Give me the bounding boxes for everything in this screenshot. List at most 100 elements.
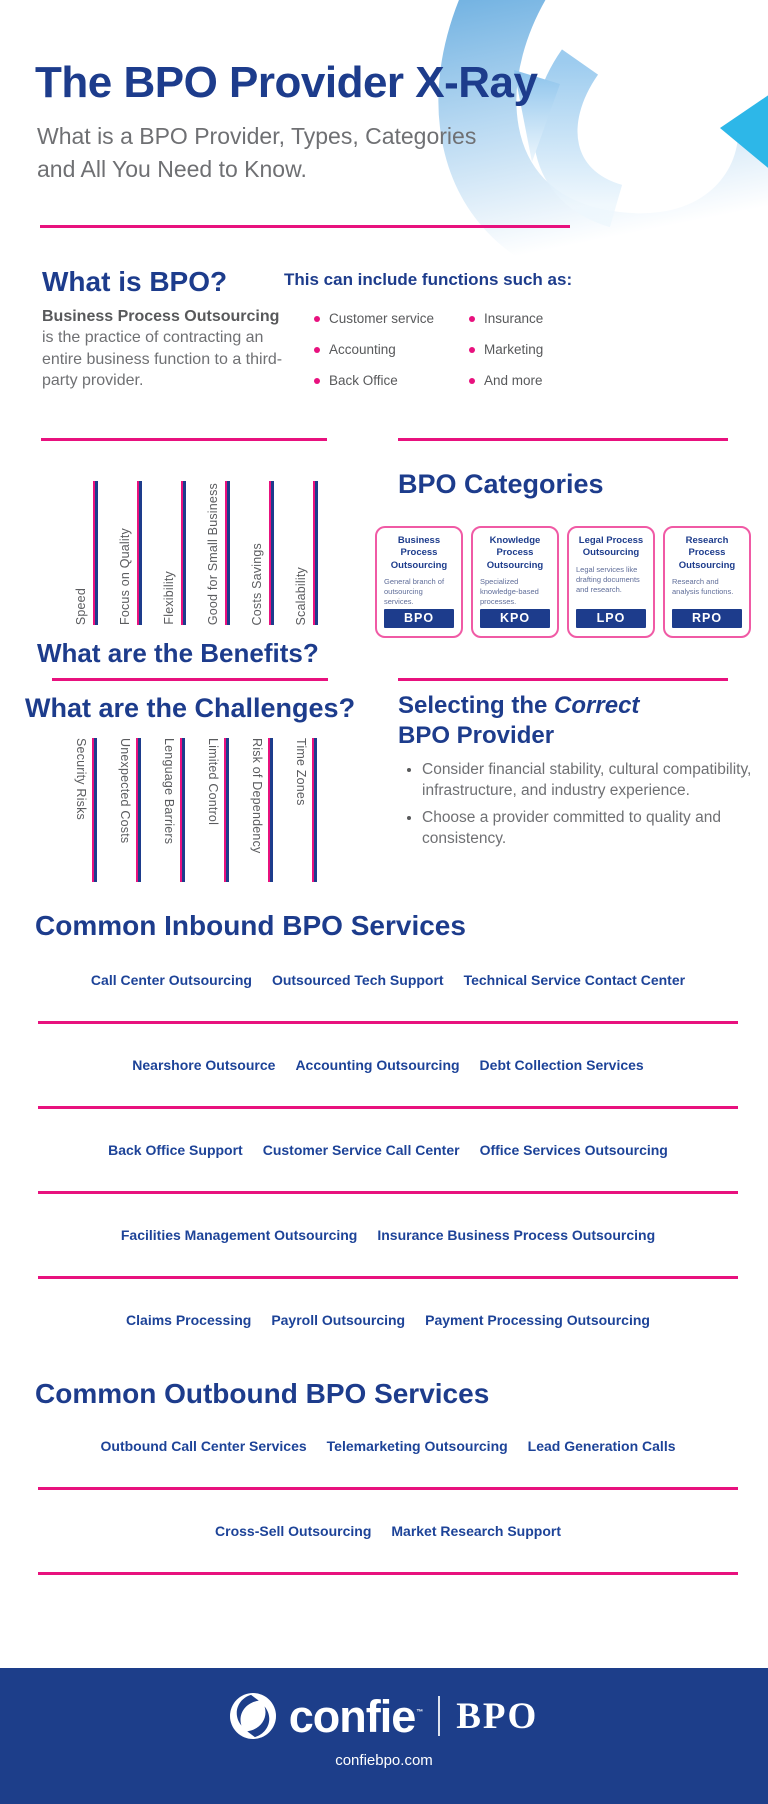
chart-item-bar [136,738,141,882]
page-subtitle: What is a BPO Provider, Types, Categorie… [37,123,477,182]
chart-item: Unexpected Costs [97,738,141,882]
page-title: The BPO Provider X-Ray [35,58,538,107]
what-is-bpo-heading: What is BPO? [42,266,228,297]
selecting-bullet-item: Consider financial stability, cultural c… [422,760,764,801]
service-row: Back Office Support Customer Service Call… [38,1139,738,1161]
divider-line [398,678,728,681]
function-item-label: Customer service [329,311,435,326]
service-item: Technical Service Contact Center [463,972,686,988]
function-item-label: Back Office [329,373,398,388]
chart-item-label: Speed [73,587,88,625]
chart-item: Flexibility [142,481,186,625]
chart-item: Risk of Dependency [229,738,273,882]
bullet-dot [314,377,320,384]
chart-item-label: Risk of Dependency [250,738,264,854]
function-item: Customer service [314,311,469,326]
category-card-title: Research Process Outsourcing [678,535,736,571]
chart-item-bar [180,738,185,882]
what-is-bpo-body: Business Process Outsourcing is the prac… [42,306,286,391]
divider-line [38,1572,738,1575]
chart-item-label: Focus on Quality [117,528,132,625]
chart-item-label: Limited Control [206,738,220,826]
category-card-description: Specialized knowledge-based processes. [480,577,539,607]
confie-swirl-icon [229,1693,276,1739]
brand-suffix: BPO [456,1695,539,1737]
bullet-dot [469,377,475,384]
chart-item-bar [181,481,186,625]
functions-heading: This can include functions such as: [284,270,573,289]
chart-item-label: Scalability [293,566,308,625]
footer-url: confiebpo.com [335,1752,433,1769]
service-item: Office Services Outsourcing [479,1142,668,1158]
chart-item-bar [92,738,97,882]
service-item: Payment Processing Outsourcing [425,1312,650,1328]
functions-block: This can include functions such as: Cust… [284,270,614,404]
swirl-decoration-graphic [428,0,768,420]
service-item: Payroll Outsourcing [271,1312,406,1328]
chart-item-bar [93,481,98,625]
outbound-heading: Common Outbound BPO Services [35,1378,490,1409]
chart-item-label: Lenguage Barriers [162,738,176,845]
confie-bpo-logo: confie™ BPO [229,1690,539,1742]
category-card-title: Knowledge Process Outsourcing [486,535,544,571]
service-item: Debt Collection Services [479,1057,644,1073]
category-card-badge: BPO [384,609,454,628]
divider-line [38,1487,738,1490]
category-card-title: Legal Process Outsourcing [578,535,644,559]
chart-item: Focus on Quality [98,481,142,625]
chart-item-label: Unexpected Costs [118,738,132,844]
chart-item-label: Time Zones [294,738,308,806]
selecting-heading-line2: BPO Provider [398,722,555,750]
function-item-label: Accounting [329,342,396,357]
chart-item: Scalability [274,481,318,625]
bullet-dot [314,315,320,322]
chart-item: Security Risks [53,738,97,882]
logo-divider [438,1696,441,1736]
benefits-chart: Speed Focus on Quality Flexibility Good for… [54,481,318,625]
category-card-description: Legal services like drafting documents a… [576,564,640,594]
chart-item-label: Costs Savings [249,542,264,626]
category-card-badge: KPO [480,609,550,628]
what-is-bpo-body-rest: is the practice of contracting an entire… [42,329,283,389]
divider-line [40,225,570,228]
chart-item-label: Good for Small Business [205,482,220,625]
footer: confie™ BPO confiebpo.com [0,1668,768,1804]
chart-item-bar [312,738,317,882]
selecting-bullet-list: Consider financial stability, cultural c… [398,760,764,856]
chart-item-bar [269,481,274,625]
what-is-bpo-body-lead: Business Process Outsourcing [42,308,280,325]
service-item: Insurance Business Process Outsourcing [377,1227,656,1243]
chart-item-bar [224,738,229,882]
service-item: Back Office Support [108,1142,243,1158]
service-item: Outbound Call Center Services [100,1438,307,1454]
divider-line [38,1191,738,1194]
chart-item-bar [268,738,273,882]
chart-item-bar [313,481,318,625]
selecting-heading-emphasis: Correct [554,692,640,719]
brand-wordmark: confie™ [288,1690,424,1742]
service-item: Customer Service Call Center [262,1142,460,1158]
function-item-label: Insurance [484,311,544,326]
chart-item-bar [137,481,142,625]
chart-item: Time Zones [273,738,317,882]
function-item-label: And more [484,373,543,388]
chart-item: Speed [54,481,98,625]
divider-line [38,1021,738,1024]
divider-line [38,1106,738,1109]
function-item: Accounting [314,342,469,357]
function-item: Insurance [469,311,543,326]
service-item: Call Center Outsourcing [90,972,252,988]
inbound-heading: Common Inbound BPO Services [35,910,466,941]
chart-item: Good for Small Business [186,481,230,625]
challenges-heading: What are the Challenges? [25,693,356,723]
